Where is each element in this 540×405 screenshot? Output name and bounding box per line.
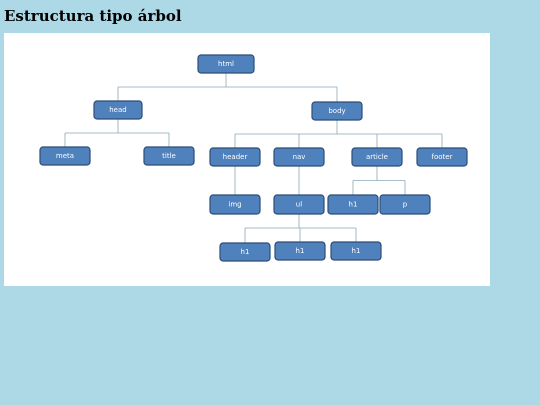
node-box-meta	[39, 146, 91, 166]
node-article-h1: h1	[327, 194, 379, 215]
node-footer: footer	[416, 147, 468, 167]
node-box-header	[209, 147, 261, 167]
node-label-ul-h1-2: h1	[296, 247, 305, 255]
node-ul-h1-2: h1	[274, 241, 326, 261]
node-label-ul-h1-1: h1	[241, 248, 250, 256]
tree-diagram: html head body meta title header nav article foo…	[39, 54, 468, 262]
node-box-nav	[273, 147, 325, 167]
node-body: body	[311, 101, 363, 121]
node-label-title: title	[162, 152, 176, 160]
node-head: head	[93, 100, 143, 120]
node-label-article-h1: h1	[349, 201, 358, 209]
connectors	[64, 73, 443, 243]
node-label-body: body	[328, 107, 345, 115]
node-label-footer: footer	[432, 153, 453, 161]
node-box-head	[93, 100, 143, 120]
node-header: header	[209, 147, 261, 167]
node-box-title	[143, 146, 195, 166]
nodes: html head body meta title header nav article foo…	[39, 54, 468, 262]
node-label-meta: meta	[56, 152, 74, 160]
node-box-article-p	[379, 194, 431, 215]
node-box-img	[209, 194, 261, 215]
node-label-ul: ul	[296, 201, 302, 209]
node-box-ul-h1-1	[219, 242, 271, 262]
node-label-article: article	[366, 153, 388, 161]
page-title: Estructura tipo árbol	[4, 7, 182, 25]
node-box-html	[197, 54, 255, 74]
node-label-ul-h1-3: h1	[352, 247, 361, 255]
node-box-ul-h1-2	[274, 241, 326, 261]
node-ul-h1-3: h1	[330, 241, 382, 261]
node-box-footer	[416, 147, 468, 167]
node-box-ul-h1-3	[330, 241, 382, 261]
node-label-nav: nav	[293, 153, 306, 161]
node-article: article	[351, 147, 403, 167]
diagram-panel: html head body meta title header nav article foo…	[4, 33, 490, 286]
node-meta: meta	[39, 146, 91, 166]
node-box-body	[311, 101, 363, 121]
node-label-header: header	[223, 153, 248, 161]
node-box-ul	[273, 194, 325, 215]
node-label-img: img	[228, 201, 241, 209]
node-article-p: p	[379, 194, 431, 215]
node-label-html: html	[218, 60, 234, 68]
node-title: title	[143, 146, 195, 166]
node-box-article	[351, 147, 403, 167]
node-html: html	[197, 54, 255, 74]
node-label-head: head	[109, 106, 126, 114]
node-label-article-p: p	[403, 201, 408, 209]
node-nav: nav	[273, 147, 325, 167]
node-img: img	[209, 194, 261, 215]
node-ul: ul	[273, 194, 325, 215]
node-ul-h1-1: h1	[219, 242, 271, 262]
node-box-article-h1	[327, 194, 379, 215]
